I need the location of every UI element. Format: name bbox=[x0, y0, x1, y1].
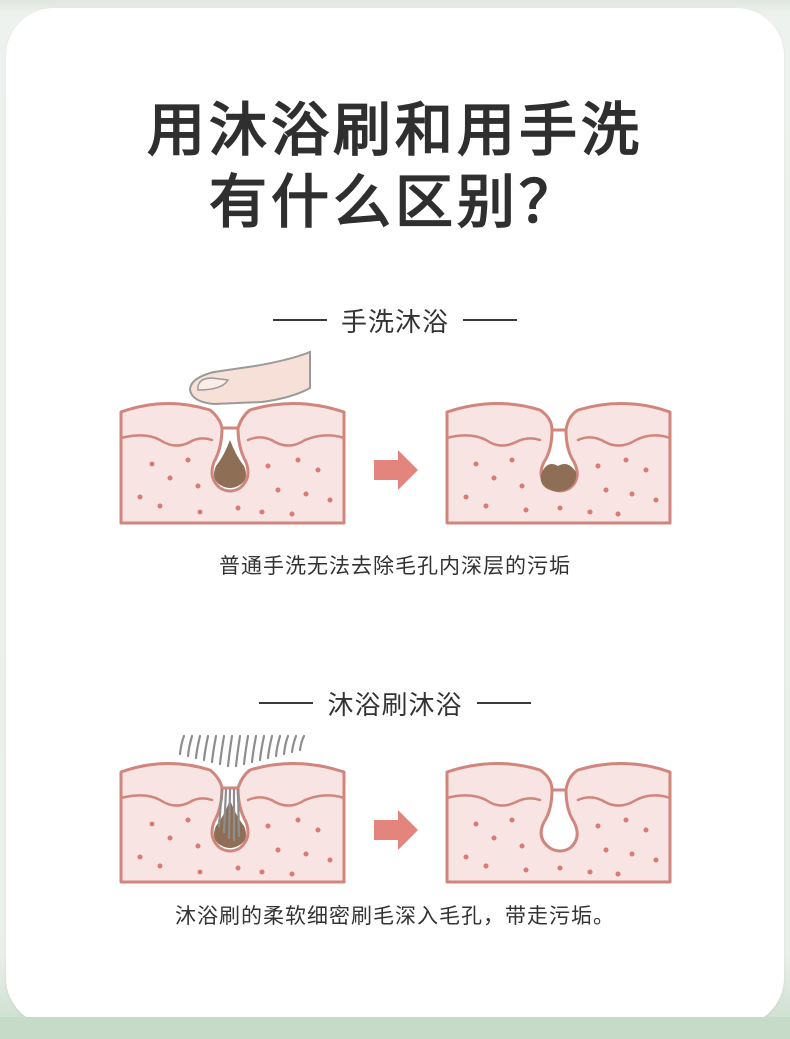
skin-layer-line bbox=[445, 794, 542, 807]
skin-layer-line bbox=[576, 434, 672, 447]
heading-rule-right bbox=[463, 319, 517, 321]
dirt-remaining bbox=[540, 464, 577, 492]
skin-block-before bbox=[119, 762, 346, 884]
skin-layer-line bbox=[246, 794, 346, 807]
skin-layer-line bbox=[119, 794, 214, 807]
pore-clean bbox=[539, 788, 579, 853]
brush-bristles-icon bbox=[178, 734, 306, 842]
skin-dots bbox=[137, 457, 333, 517]
heading-rule-left bbox=[259, 702, 314, 704]
page-title: 用沐浴刷和用手洗 有什么区别？ bbox=[0, 94, 790, 238]
section-heading-text: 手洗沐浴 bbox=[340, 307, 449, 338]
dirt-in-pore bbox=[214, 440, 246, 488]
skin-dots bbox=[463, 817, 659, 877]
skin-layer-line bbox=[119, 434, 214, 447]
skin-layer-line bbox=[246, 434, 346, 447]
caption-hand-wash: 普通手洗无法去除毛孔内深层的污垢 bbox=[219, 554, 571, 578]
skin-block-before bbox=[119, 402, 346, 525]
section-heading-text: 沐浴刷沐浴 bbox=[327, 690, 463, 721]
skin-layer-line bbox=[576, 794, 672, 807]
finger-icon bbox=[188, 350, 311, 406]
heading-rule-left bbox=[272, 319, 327, 321]
heading-rule-right bbox=[476, 702, 531, 704]
arrow-right-icon bbox=[374, 450, 418, 490]
section-heading-brush: 沐浴刷沐浴 bbox=[0, 683, 790, 723]
skin-dots bbox=[137, 817, 333, 877]
title-line-2: 有什么区别？ bbox=[208, 168, 581, 236]
bottom-strip bbox=[0, 1017, 790, 1039]
skin-layer-line bbox=[445, 434, 542, 447]
arrow-right-icon bbox=[374, 810, 418, 850]
skin-block-after bbox=[445, 762, 672, 884]
title-line-1: 用沐浴刷和用手洗 bbox=[146, 96, 643, 164]
skin-block-after bbox=[445, 402, 672, 525]
skin-dots bbox=[463, 457, 659, 517]
section-heading-hand-wash: 手洗沐浴 bbox=[0, 300, 790, 340]
hand-wash-diagram bbox=[119, 350, 672, 525]
caption-brush: 沐浴刷的柔软细密刷毛深入毛孔，带走污垢。 bbox=[175, 904, 615, 928]
brush-diagram bbox=[119, 734, 672, 884]
